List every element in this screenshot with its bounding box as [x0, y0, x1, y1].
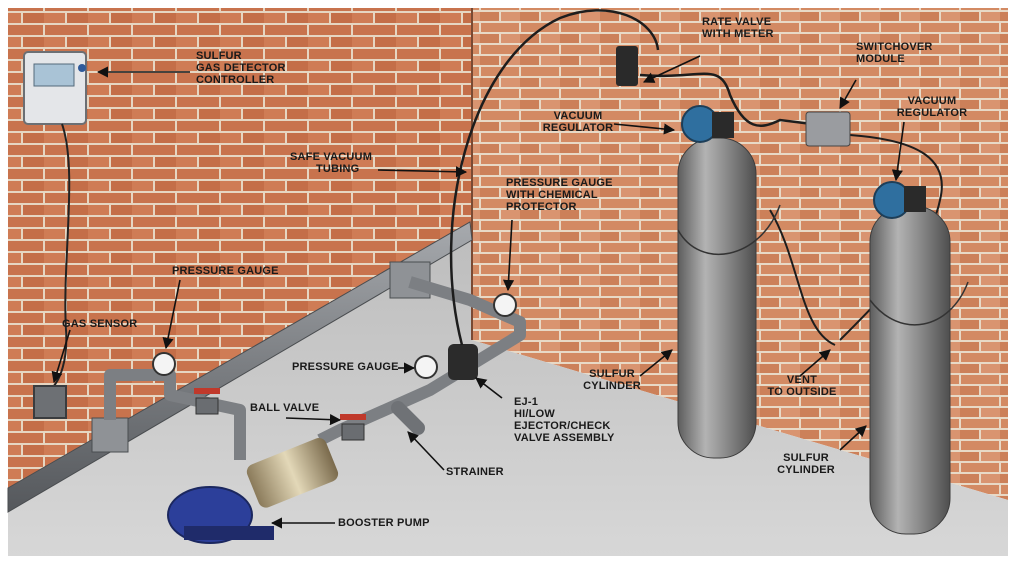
label-line: SWITCHOVER	[856, 41, 933, 53]
label-line: REGULATOR	[542, 122, 614, 134]
arrow-cylinder-left	[639, 349, 673, 377]
label-line: EJECTOR/CHECK	[514, 420, 611, 432]
arrow-vacuum-regulator-right	[891, 121, 905, 182]
label-line: EJ-1	[514, 396, 539, 408]
arrow-vent	[799, 349, 831, 377]
label-line: SULFUR	[589, 368, 635, 380]
label-sulfur-cylinder-right: SULFUR CYLINDER	[766, 452, 846, 476]
label-booster-pump: BOOSTER PUMP	[338, 517, 430, 529]
label-line: GAS SENSOR	[62, 318, 138, 330]
label-strainer: STRAINER	[446, 466, 504, 478]
gas-sensor	[33, 385, 67, 419]
label-sulfur-cylinder-left: SULFUR CYLINDER	[572, 368, 652, 392]
label-line: PRESSURE GAUGE	[172, 265, 279, 277]
label-line: CYLINDER	[777, 464, 835, 476]
pump-base	[184, 526, 274, 540]
ball-valve-center	[341, 423, 365, 441]
branch-pipe	[104, 369, 246, 460]
label-line: GAS DETECTOR	[196, 62, 286, 74]
label-line: REGULATOR	[896, 107, 968, 119]
label-line: PROTECTOR	[506, 201, 577, 213]
sulfur-cylinder-right	[869, 205, 951, 535]
ball-valve-handle	[194, 388, 220, 394]
regulator-body	[712, 112, 734, 138]
label-gas-sensor: GAS SENSOR	[62, 318, 137, 330]
ball-valve-left	[195, 397, 219, 415]
branch-pipe	[317, 276, 526, 446]
label-line: WITH METER	[702, 28, 774, 40]
label-ejector-check-valve-assembly: EJ-1 HI/LOW EJECTOR/CHECK VALVE ASSEMBLY	[514, 396, 615, 444]
label-line: VENT	[786, 374, 818, 386]
label-line: STRAINER	[446, 466, 504, 478]
arrow-pressure-gauge-left	[162, 279, 181, 350]
leader-arrows	[51, 55, 905, 529]
switchover-module	[805, 111, 851, 147]
arrow-ejector	[475, 377, 503, 399]
pressure-gauge-center	[414, 355, 438, 379]
arrow-strainer	[407, 431, 445, 471]
label-line: VACUUM	[907, 95, 957, 107]
label-line: BALL VALVE	[250, 402, 320, 414]
label-line: SAFE VACUUM	[290, 151, 373, 163]
arrow-gas-sensor	[51, 329, 71, 384]
label-line: TO OUTSIDE	[767, 386, 837, 398]
pump-steel-body	[246, 437, 339, 508]
label-safe-vacuum-tubing: SAFE VACUUM TUBING	[290, 151, 372, 175]
vacuum-tubing	[639, 72, 821, 127]
regulator-body	[904, 186, 926, 212]
gas-detector-controller	[23, 51, 87, 125]
label-line: CONTROLLER	[196, 74, 275, 86]
ejector-check-valve	[448, 344, 478, 380]
strainer	[391, 401, 425, 435]
label-vacuum-regulator-left: VACUUM REGULATOR	[538, 110, 618, 134]
label-rate-valve-with-meter: RATE VALVE WITH METER	[702, 16, 774, 40]
ball-valve-handle	[340, 414, 366, 420]
label-line: WITH CHEMICAL	[506, 189, 598, 201]
label-pressure-gauge-center: PRESSURE GAUGE	[292, 361, 399, 373]
arrow-cylinder-right	[839, 425, 867, 451]
label-line: PRESSURE GAUGE	[506, 177, 613, 189]
arrow-safe-vacuum-tubing	[377, 166, 468, 178]
arrow-vacuum-regulator-left	[613, 123, 676, 135]
chain-left	[677, 204, 781, 255]
pipe-fitting	[91, 417, 129, 453]
controller-knob	[78, 64, 86, 72]
label-sulfur-gas-detector-controller: SULFUR GAS DETECTOR CONTROLLER	[196, 50, 286, 86]
arrow-rate-valve	[642, 55, 701, 83]
label-ball-valve: BALL VALVE	[250, 402, 319, 414]
rate-valve-with-meter	[616, 46, 638, 86]
sulfur-cylinder-left	[677, 137, 757, 459]
label-line: VALVE ASSEMBLY	[514, 432, 615, 444]
label-line: TUBING	[316, 163, 360, 175]
arrow-ball-valve	[285, 414, 342, 426]
label-vent-to-outside: VENT TO OUTSIDE	[760, 374, 844, 398]
label-line: SULFUR	[196, 50, 242, 62]
pressure-gauge-chem	[493, 293, 517, 317]
label-line: RATE VALVE	[702, 16, 772, 28]
label-line: BOOSTER PUMP	[338, 517, 430, 529]
arrow-pressure-gauge-chem	[502, 219, 515, 292]
label-line: MODULE	[856, 53, 905, 65]
sensor-cable	[51, 123, 71, 389]
pressure-gauge-left	[152, 352, 176, 376]
label-switchover-module: SWITCHOVER MODULE	[856, 41, 933, 65]
controller-screen	[33, 63, 75, 87]
label-line: CYLINDER	[583, 380, 641, 392]
chain-right	[869, 281, 969, 326]
safe-vacuum-tubing	[449, 9, 660, 346]
label-pressure-gauge-with-chemical-protector: PRESSURE GAUGE WITH CHEMICAL PROTECTOR	[506, 177, 613, 213]
vent-line	[769, 209, 836, 346]
label-line: VACUUM	[553, 110, 603, 122]
label-line: HI/LOW	[514, 408, 555, 420]
label-pressure-gauge-left: PRESSURE GAUGE	[172, 265, 279, 277]
label-line: PRESSURE GAUGE	[292, 361, 399, 373]
label-line: SULFUR	[783, 452, 829, 464]
label-vacuum-regulator-right: VACUUM REGULATOR	[892, 95, 972, 119]
arrow-switchover	[839, 79, 857, 109]
